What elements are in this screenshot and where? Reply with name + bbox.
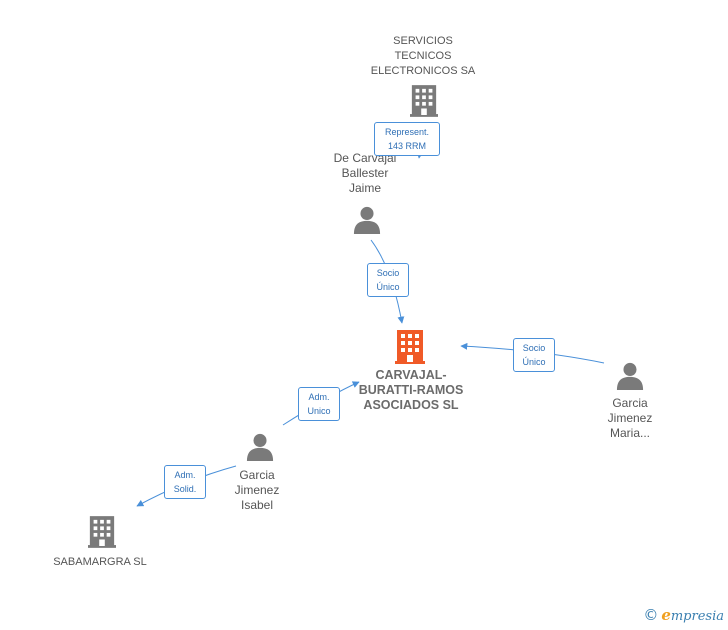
node-label-servicios[interactable]: SERVICIOS TECNICOS ELECTRONICOS SA (370, 35, 476, 77)
node-label-garcia-isabel[interactable]: Garcia Jimenez Isabel (234, 468, 280, 512)
copyright-symbol: © (643, 606, 659, 624)
node-label-sabamargra[interactable]: SABAMARGRA SL (53, 556, 147, 568)
node-label-carvajal[interactable]: CARVAJAL- BURATTI-RAMOS ASOCIADOS SL (358, 368, 464, 412)
building-icon[interactable] (410, 85, 438, 117)
footer-brand: © empresia (643, 604, 724, 626)
edge-label-adm-unico: Adm. Unico (298, 387, 340, 421)
edge-label-socio-unico-2: Socio Único (513, 338, 555, 372)
person-icon[interactable] (353, 206, 381, 234)
brand-name: mpresia (670, 609, 724, 624)
building-icon[interactable] (395, 330, 425, 364)
node-label-de-carvajal[interactable]: De Carvajal Ballester Jaime (333, 151, 397, 195)
person-icon[interactable] (246, 433, 274, 461)
brand-initial: e (661, 606, 671, 624)
node-label-garcia-maria[interactable]: Garcia Jimenez Maria... (607, 396, 653, 440)
edge-label-socio-unico-1: Socio Único (367, 263, 409, 297)
building-icon[interactable] (88, 516, 116, 548)
person-icon[interactable] (616, 362, 644, 390)
brand-logo[interactable]: empresia (661, 606, 724, 624)
edge-label-represent: Represent. 143 RRM (374, 122, 440, 156)
edge-label-adm-solid: Adm. Solid. (164, 465, 206, 499)
